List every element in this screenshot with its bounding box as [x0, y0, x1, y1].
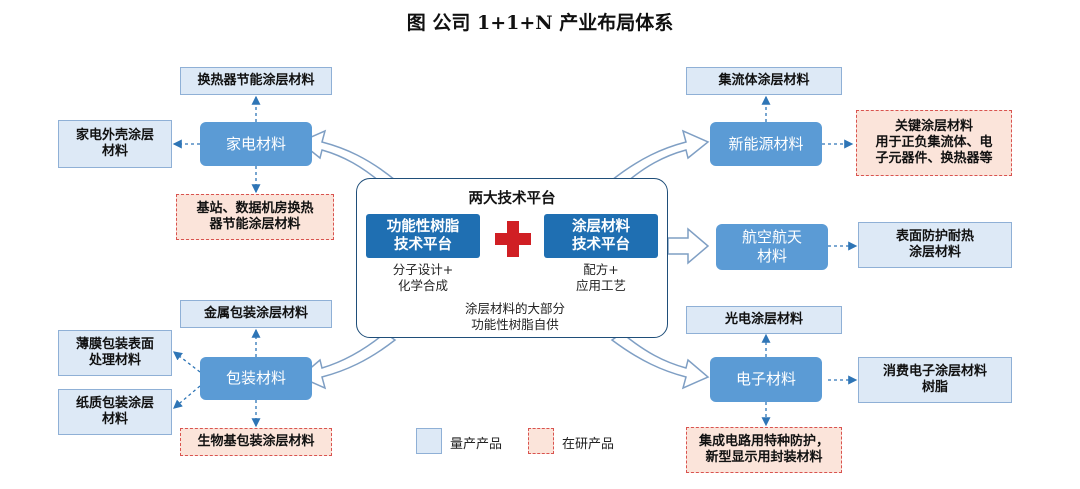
arrow-to-electronics [610, 332, 710, 390]
product-bio-packaging-coating: 生物基包装涂层材料 [180, 428, 332, 456]
product-ic-protection-material: 集成电路用特种防护， 新型显示用封装材料 [686, 427, 842, 473]
product-base-station-coating: 基站、数据机房换热 器节能涂层材料 [176, 194, 334, 240]
product-paper-packaging-coating: 纸质包装涂层 材料 [58, 389, 172, 435]
tech-platform-title: 两大技术平台 [468, 191, 556, 207]
resin-platform-desc: 分子设计+ 化学合成 [392, 262, 454, 294]
coating-platform-label: 涂层材料 技术平台 [544, 214, 658, 258]
product-current-collector-coating: 集流体涂层材料 [686, 67, 842, 95]
product-surface-protection-coating: 表面防护耐热 涂层材料 [858, 222, 1012, 268]
legend-in-development-swatch [528, 428, 554, 454]
resin-platform-label: 功能性树脂 技术平台 [366, 214, 480, 258]
product-heat-exchanger-coating: 换热器节能涂层材料 [180, 67, 332, 95]
coating-platform-desc: 配方+ 应用工艺 [575, 262, 626, 294]
legend-mass-production-swatch [416, 428, 442, 454]
product-appliance-shell-coating: 家电外壳涂层 材料 [58, 120, 172, 168]
category-electronics: 电子材料 [710, 357, 822, 402]
arrow-to-aerospace [667, 227, 710, 265]
arrow-to-packaging [298, 332, 397, 390]
category-aerospace: 航空航天 材料 [716, 224, 828, 270]
resin-self-supply-note: 涂层材料的大部分 功能性树脂自供 [464, 301, 565, 333]
product-metal-packaging-coating: 金属包装涂层材料 [180, 300, 332, 328]
arrow-to-new-energy [610, 129, 710, 187]
product-consumer-electronics-coating: 消费电子涂层材料 树脂 [858, 357, 1012, 403]
product-key-coating: 关键涂层材料 用于正负集流体、电 子元器件、换热器等 [856, 110, 1012, 176]
figure-title: 图 公司 1+1+N 产业布局体系 [406, 12, 674, 34]
product-optoelectronic-coating: 光电涂层材料 [686, 306, 842, 334]
tech-platform-container [356, 178, 668, 338]
category-appliance: 家电材料 [200, 122, 312, 166]
product-film-packaging-material: 薄膜包装表面 处理材料 [58, 330, 172, 376]
category-new-energy: 新能源材料 [710, 122, 822, 166]
category-packaging: 包装材料 [200, 357, 312, 400]
plus-icon-vertical [507, 221, 519, 257]
legend-mass-production-label: 量产产品 [450, 437, 503, 452]
legend-in-development-label: 在研产品 [562, 437, 615, 452]
